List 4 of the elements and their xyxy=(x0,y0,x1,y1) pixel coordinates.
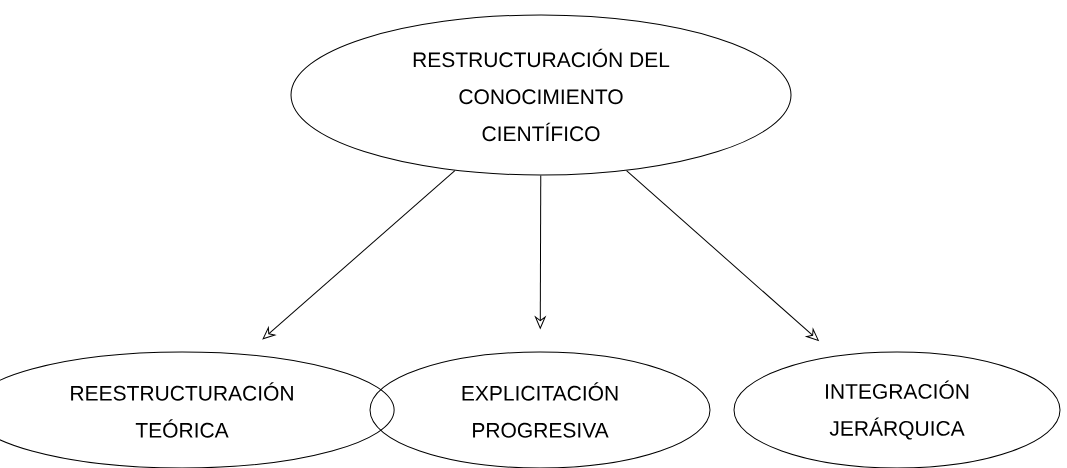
arrow xyxy=(626,170,819,341)
arrow xyxy=(534,175,546,329)
ellipse-node: RESTRUCTURACIÓN DEL CONOCIMIENTO CIENTÍFICO xyxy=(290,14,792,176)
arrow xyxy=(262,170,456,340)
